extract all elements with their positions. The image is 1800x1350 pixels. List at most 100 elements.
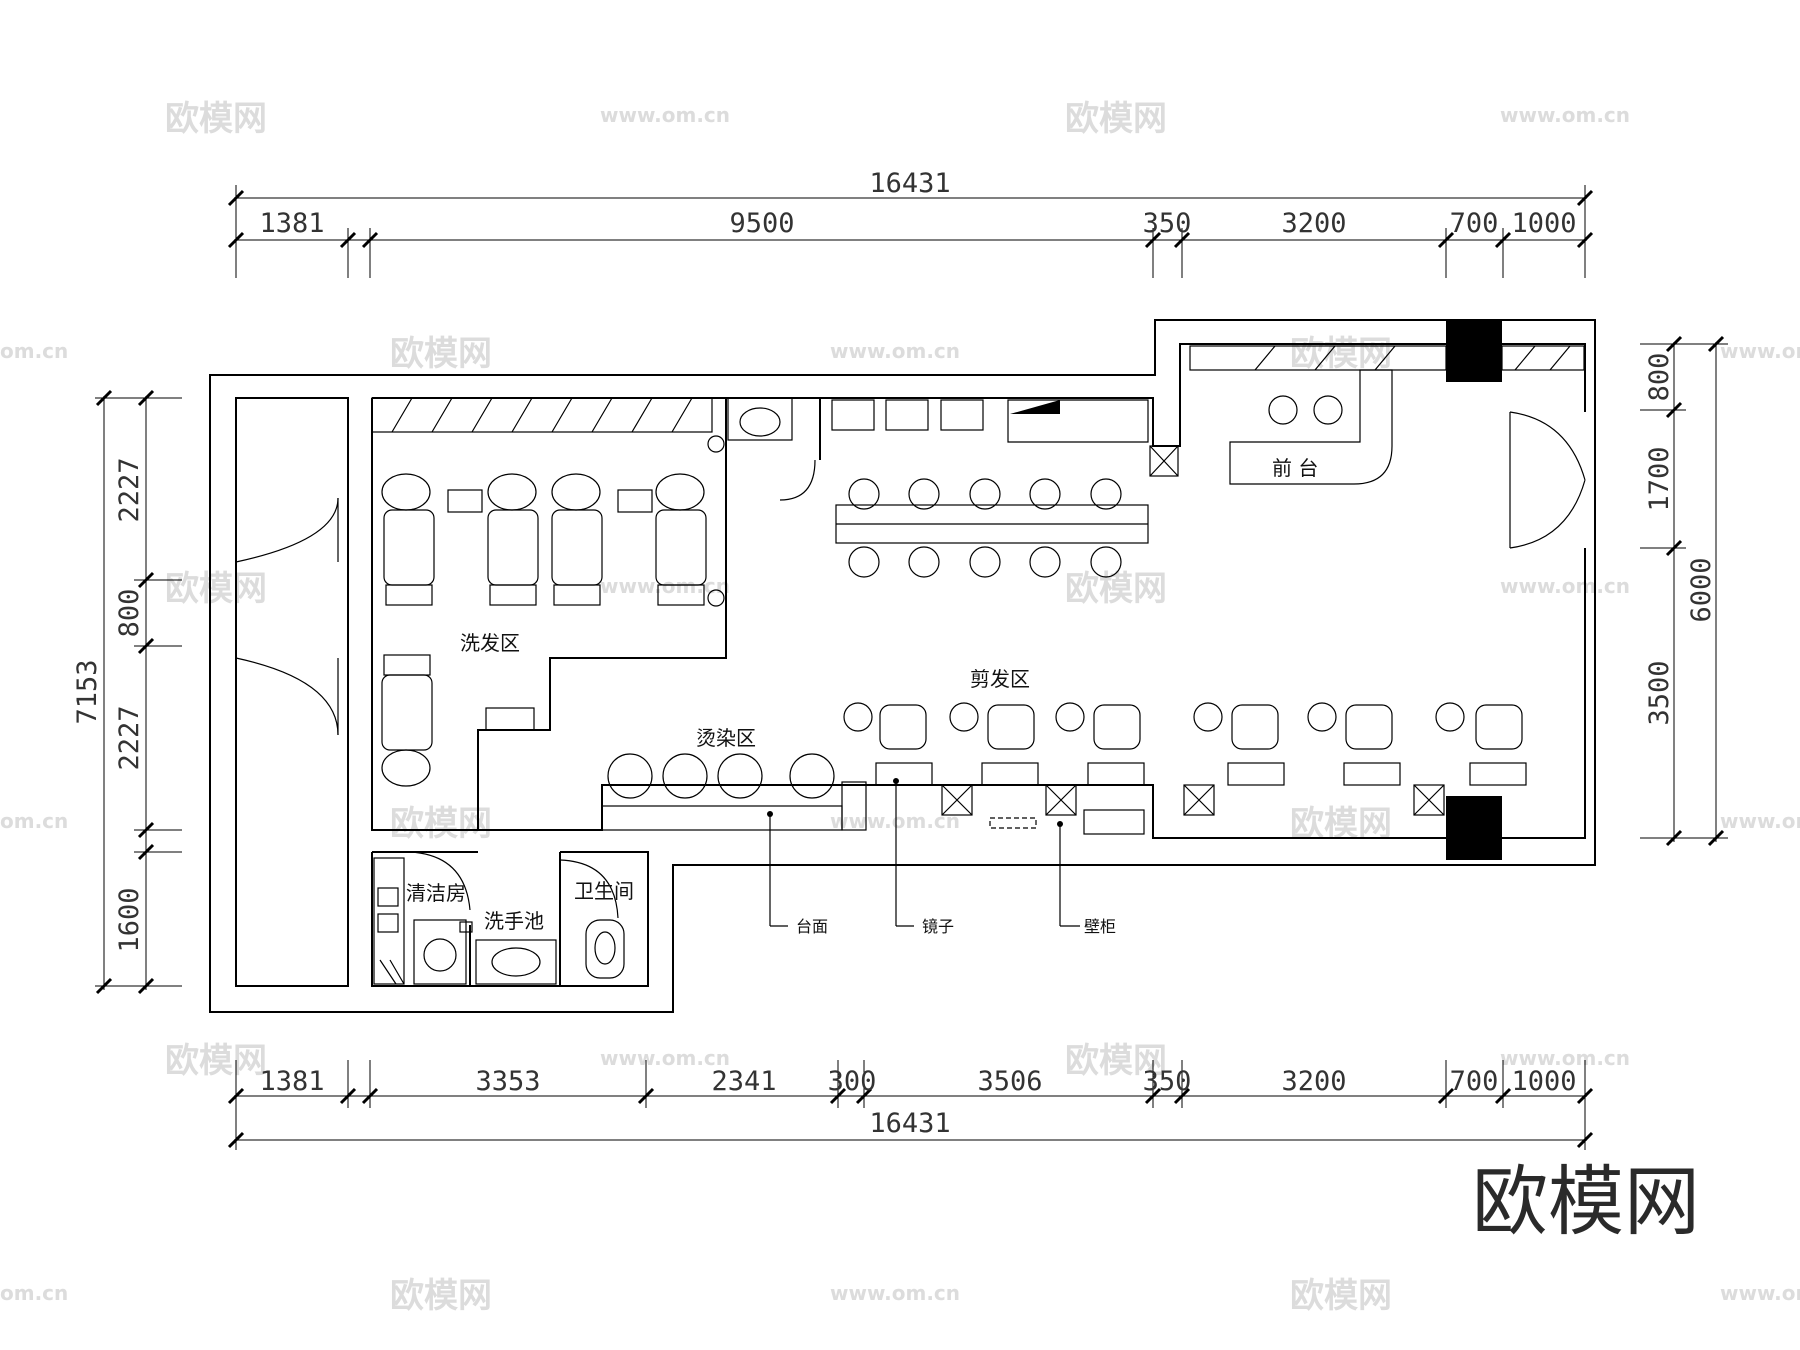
dim-top-seg: 9500 [729, 208, 794, 239]
door-swing [409, 851, 471, 911]
watermark-logo: 欧模网 [1065, 99, 1167, 139]
cleaning-shelf [373, 857, 405, 985]
watermark-site: www.om.cn [600, 103, 730, 127]
watermark-logo: 欧模网 [1065, 569, 1167, 609]
wash-basin [727, 397, 793, 441]
label-reception: 前 台 [1272, 456, 1318, 480]
column-marker [707, 589, 725, 607]
dim-right-seg: 1700 [1644, 446, 1675, 511]
display-shelf [1189, 345, 1447, 371]
dim-bottom-seg: 1381 [259, 1066, 324, 1097]
door-swing [235, 497, 339, 563]
watermark-site: www.om.cn [830, 809, 960, 833]
dim-bottom-seg: 3200 [1281, 1066, 1346, 1097]
hand-basin-counter [475, 939, 557, 985]
door-swing [235, 657, 339, 736]
dim-top-seg: 700 [1450, 208, 1499, 239]
display-cabinet [885, 399, 929, 431]
barber-stations [843, 702, 1523, 750]
watermark-site: www.om.cn [600, 1046, 730, 1070]
dimension-top: 16431 1381 9500 350 3200 700 1000 [227, 168, 1594, 278]
label-cut-area: 剪发区 [970, 667, 1030, 691]
corridor-room [235, 397, 349, 987]
dimension-left: 7153 2227 800 2227 1600 [72, 389, 182, 995]
wall-cabinets [941, 784, 1445, 835]
leader-dot [893, 778, 899, 784]
dim-top-total: 16431 [869, 168, 950, 199]
watermark-site: www.om.cn [1720, 809, 1800, 833]
storage-cabinet [371, 397, 713, 433]
dim-right-seg: 3500 [1644, 660, 1675, 725]
dim-bottom-seg: 700 [1450, 1066, 1499, 1097]
dimension-right: 800 1700 3500 6000 [1640, 335, 1728, 847]
squat-toilet [585, 919, 625, 979]
dim-bottom-seg: 2341 [711, 1066, 776, 1097]
dryer-hood [789, 753, 835, 799]
dim-right-seg: 800 [1644, 353, 1675, 402]
watermark-edge: om.cn [0, 809, 68, 833]
dim-right-total: 6000 [1686, 557, 1717, 622]
dryer-hood [662, 753, 708, 799]
callout-wall-cabinet: 壁柜 [1084, 917, 1116, 936]
reception-stool [1313, 395, 1343, 425]
stair-arrow [1010, 400, 1060, 414]
watermark-layer: 欧模网 www.om.cn 欧模网 www.om.cn om.cn 欧模网 ww… [0, 99, 1800, 1316]
cut-area [831, 399, 1527, 860]
watermark-logo: 欧模网 [165, 569, 267, 609]
dim-top-seg: 3200 [1281, 208, 1346, 239]
callout-countertop: 台面 [796, 917, 828, 936]
dim-left-seg: 2227 [114, 705, 145, 770]
shampoo-bed [655, 473, 707, 606]
inner-wall [372, 343, 1586, 839]
utility-rooms [373, 857, 625, 985]
entrance-door [1509, 411, 1586, 549]
dim-left-total: 7153 [72, 659, 103, 724]
dim-bottom-total: 16431 [869, 1108, 950, 1139]
control-panel [617, 489, 653, 513]
watermark-logo: 欧模网 [390, 804, 492, 844]
dim-left-seg: 1600 [114, 887, 145, 952]
dim-bottom-seg: 300 [828, 1066, 877, 1097]
dim-left-seg: 2227 [114, 457, 145, 522]
countertop [601, 805, 843, 831]
inner-wall [371, 398, 478, 831]
dim-bottom-seg: 1000 [1511, 1066, 1576, 1097]
dryer-hood [717, 753, 763, 799]
callout-leaders [767, 778, 1080, 927]
mirror-stations [875, 762, 1527, 786]
watermark-logo: 欧模网 [1065, 1041, 1167, 1081]
structural-column [1446, 320, 1502, 382]
watermark-site: www.om.cn [830, 339, 960, 363]
inner-wall [371, 851, 649, 987]
label-perm-dye-area: 烫染区 [696, 726, 756, 750]
perm-dye-area [601, 753, 867, 831]
label-restroom: 卫生间 [574, 879, 634, 903]
dim-top-seg: 350 [1143, 208, 1192, 239]
structural-column [1446, 796, 1502, 860]
watermark-site: www.om.cn [1500, 1046, 1630, 1070]
outer-wall [209, 319, 1596, 1013]
column-marker [707, 435, 725, 453]
shampoo-bed [551, 473, 603, 606]
leader-dot [767, 811, 773, 817]
reception-counter [1229, 369, 1393, 485]
room-labels: 洗发区 剪发区 烫染区 前 台 清洁房 洗手池 卫生间 台面 镜子 壁柜 [406, 456, 1318, 936]
watermark-site: www.om.cn [1500, 574, 1630, 598]
display-cabinet [831, 399, 875, 431]
dim-bottom-seg: 3506 [977, 1066, 1042, 1097]
shampoo-bed [487, 473, 539, 606]
watermark-site: www.om.cn [1500, 103, 1630, 127]
brand-logo: 欧模网 [1472, 1157, 1700, 1246]
watermark-site: www.om.cn [830, 1281, 960, 1305]
watermark-site: www.om.cn [1720, 339, 1800, 363]
reception-area [1189, 320, 1585, 485]
door-swing [559, 859, 619, 919]
wash-area-furniture [371, 397, 793, 787]
reception-stool [1268, 395, 1298, 425]
control-panel [447, 489, 483, 513]
leader-dot [1057, 821, 1063, 827]
doors [235, 411, 1586, 919]
watermark-logo: 欧模网 [165, 99, 267, 139]
label-hand-basin: 洗手池 [484, 909, 544, 933]
dryer-hood [607, 753, 653, 799]
